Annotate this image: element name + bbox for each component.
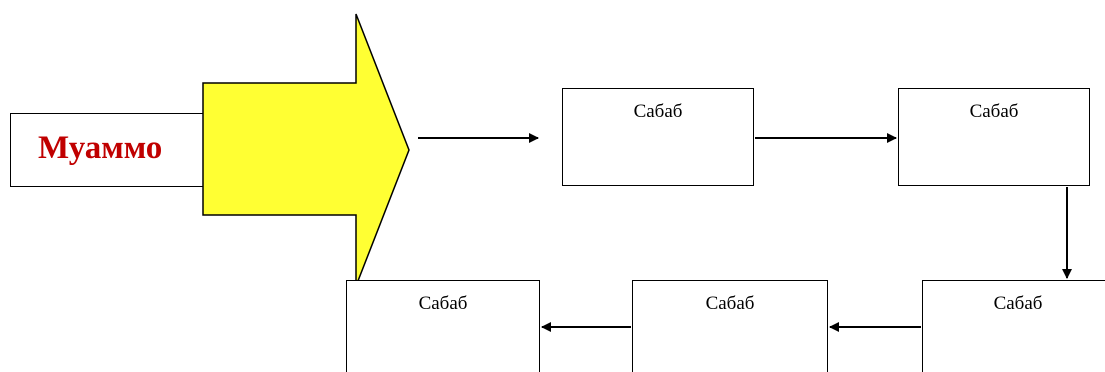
cause-box-2: Сабаб	[898, 88, 1090, 186]
cause-label: Сабаб	[993, 293, 1043, 314]
cause-label: Сабаб	[418, 293, 468, 314]
problem-box	[10, 113, 205, 187]
cause-label: Сабаб	[705, 293, 755, 314]
cause-label: Сабаб	[969, 101, 1019, 122]
cause-box-1: Сабаб	[562, 88, 754, 186]
cause-box-4: Сабаб	[632, 280, 828, 372]
cause-label: Сабаб	[633, 101, 683, 122]
cause-box-3: Сабаб	[922, 280, 1105, 372]
problem-block-arrow	[202, 13, 410, 287]
cause-box-5: Сабаб	[346, 280, 540, 372]
problem-label: Муаммо	[38, 130, 163, 166]
